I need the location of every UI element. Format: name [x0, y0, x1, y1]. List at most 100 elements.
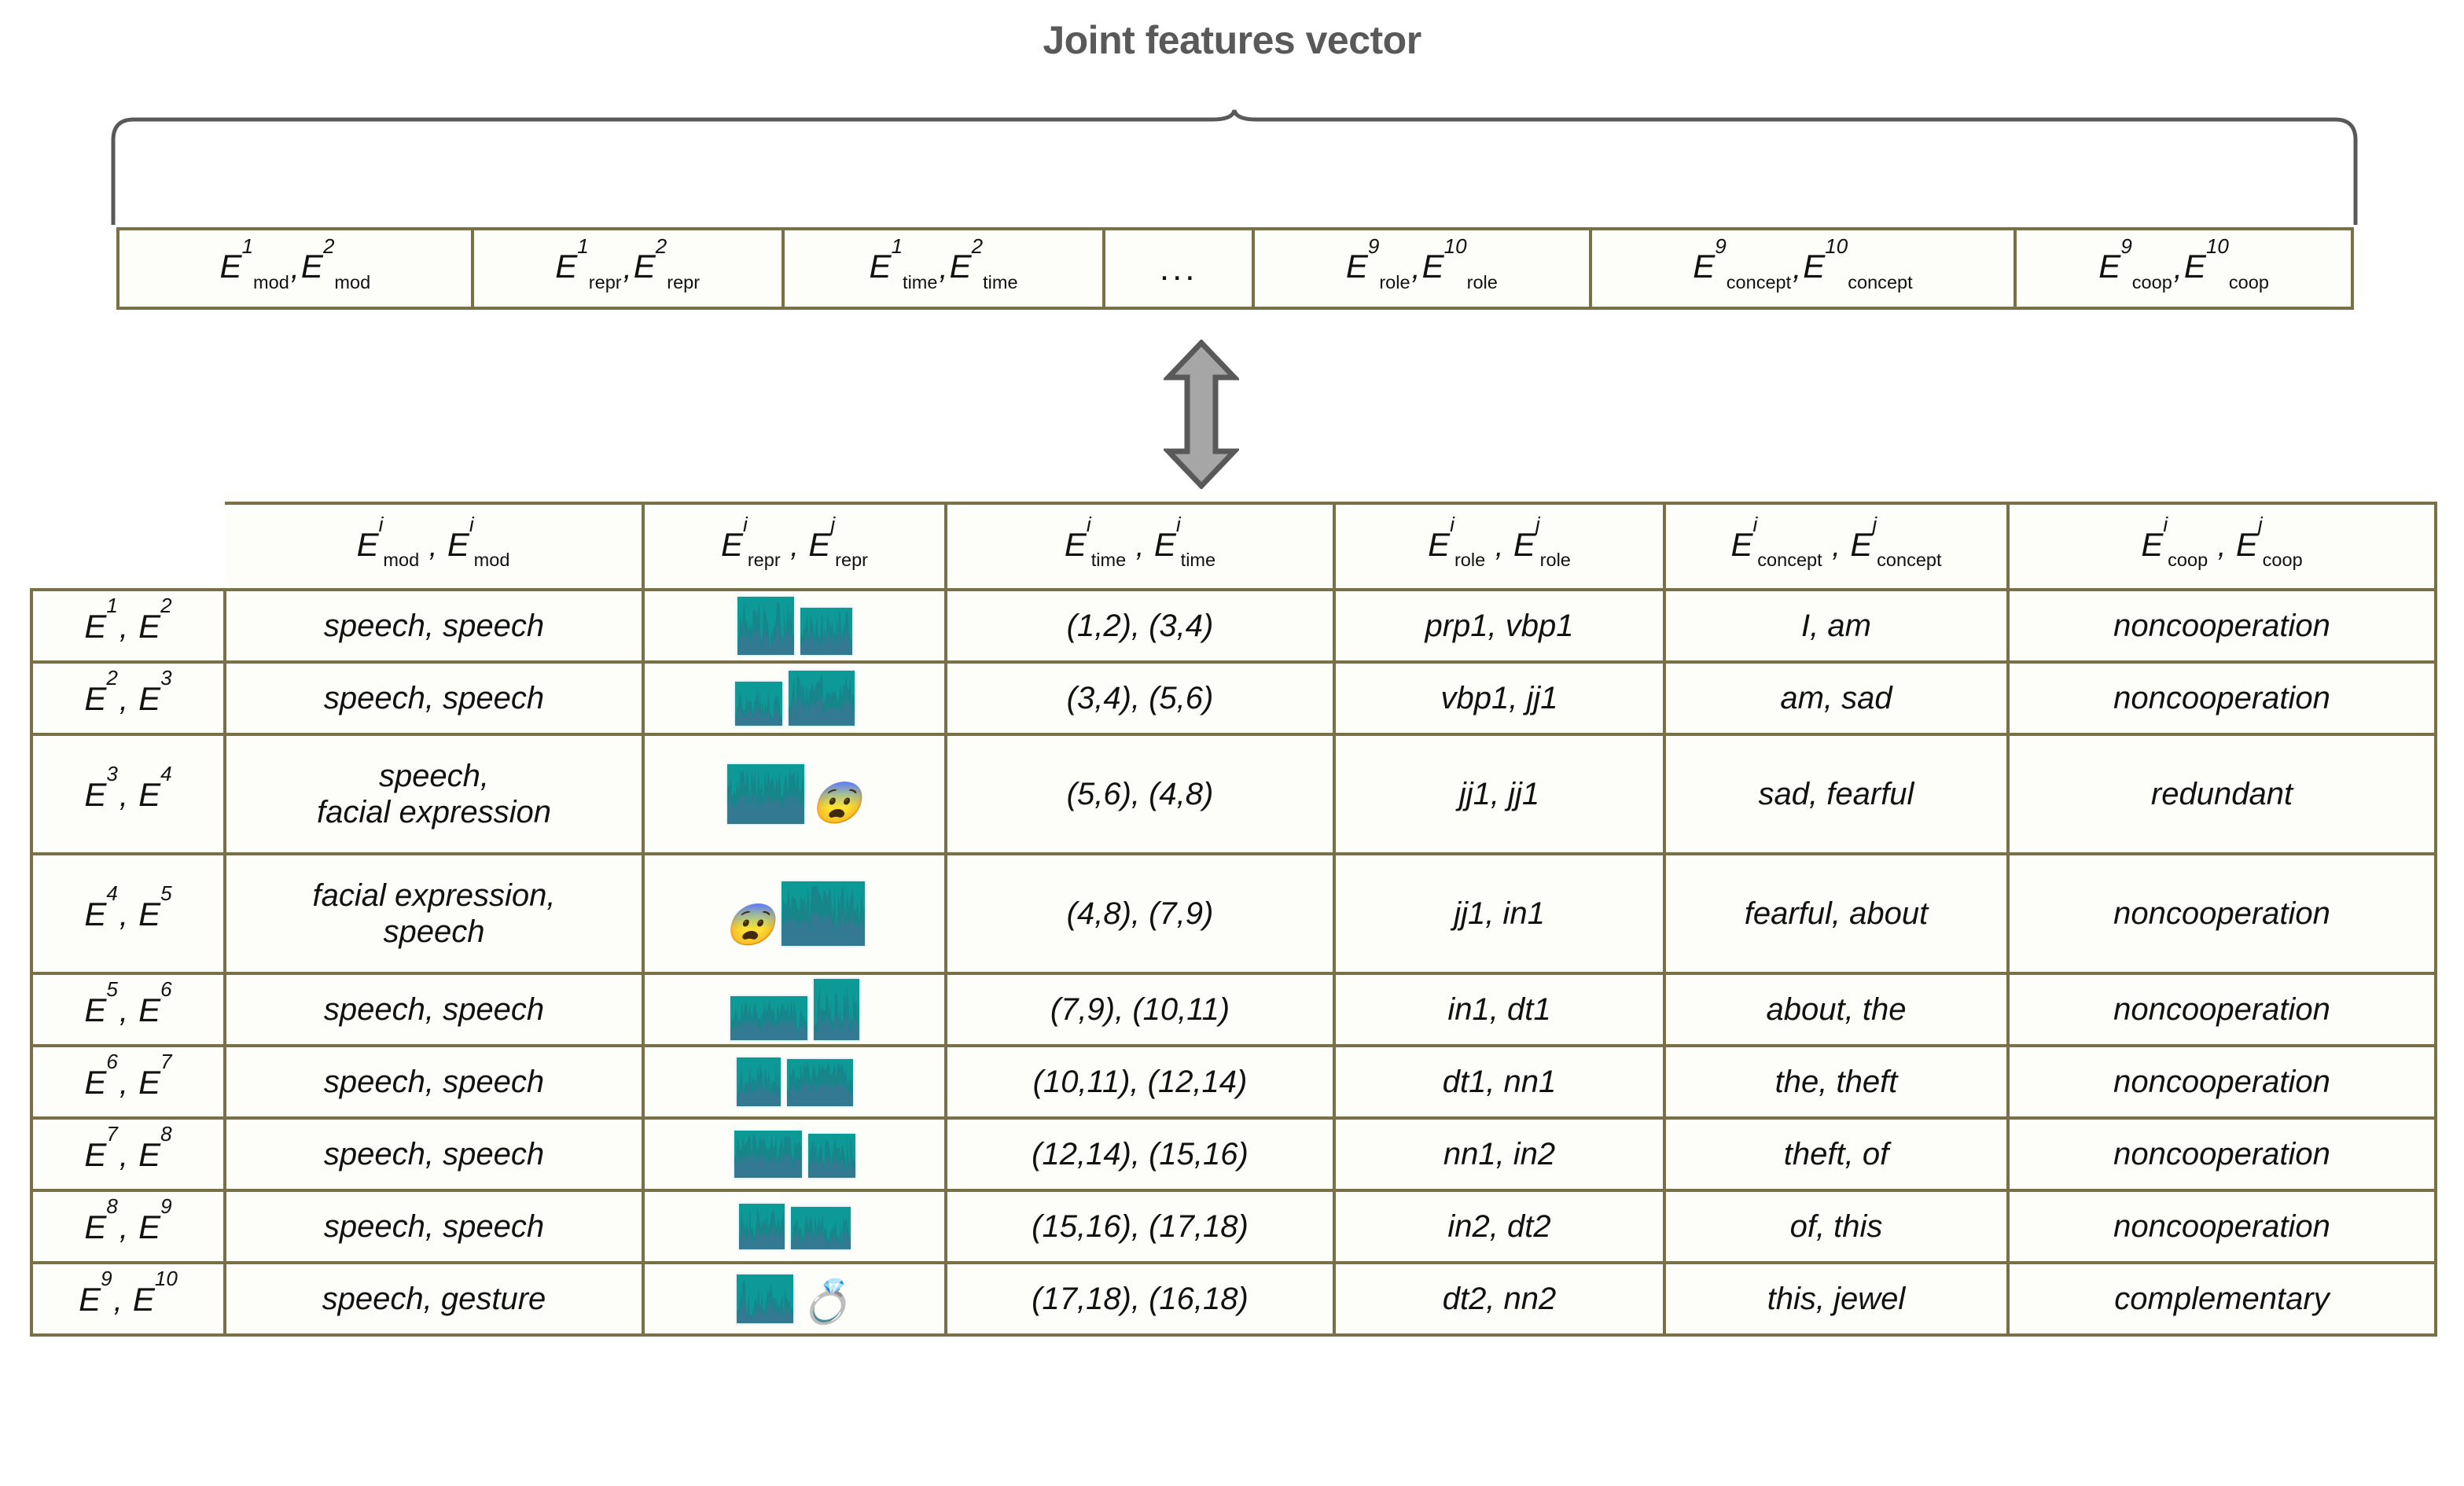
cell-role: in2, dt2 — [1333, 1189, 1666, 1264]
e-term-vector-mod-left: E1mod — [219, 234, 289, 292]
vector-cell-concept: E9concept , E10concept — [1592, 230, 2017, 307]
representation-group — [649, 1204, 940, 1249]
cell-pair: E8, E9 — [30, 1189, 226, 1264]
cell-repr: 😨 — [642, 733, 947, 855]
ring-emoji: 💍 — [799, 1278, 853, 1326]
cell-modality: speech, gesture — [223, 1261, 645, 1337]
cell-role: jj1, in1 — [1333, 852, 1666, 975]
comma-separator: , — [2173, 251, 2183, 285]
cell-modality: facial expression,speech — [223, 852, 645, 975]
column-header-repr: Eirepr , Ejrepr — [721, 513, 868, 571]
representation-group: 😨 — [649, 764, 940, 824]
e-term-header-coop-left: Eicoop — [2141, 512, 2208, 571]
vector-cell-time: E1time , E2time — [785, 230, 1106, 307]
audio-waveform-thumbnail — [788, 671, 855, 726]
cell-concept: theft, of — [1663, 1116, 2010, 1192]
e-term-row0-a: E1 — [84, 594, 118, 645]
cell-pair: E6, E7 — [30, 1044, 226, 1120]
table-header-row: Eimod , Eimod Eirepr , Ejrepr Eitime , E… — [31, 502, 2437, 591]
cell-coop: noncooperation — [2006, 1044, 2437, 1120]
audio-waveform-thumbnail — [786, 1059, 853, 1106]
header-role: Eirole , Ejrole — [1334, 502, 1666, 591]
e-term-header-time-left: Eitime — [1064, 512, 1127, 571]
column-header-mod: Eimod , Eimod — [357, 513, 510, 571]
cell-time: (17,18), (16,18) — [944, 1261, 1336, 1337]
header-coop: Eicoop , Ejcoop — [2008, 502, 2437, 591]
audio-waveform-thumbnail — [800, 608, 852, 655]
cell-role: in1, dt1 — [1333, 972, 1666, 1047]
e-term-row2-b: E4 — [138, 762, 172, 813]
e-term-vector-concept-left: E9concept — [1693, 234, 1792, 292]
cell-time: (3,4), (5,6) — [944, 660, 1336, 736]
cell-pair: E2, E3 — [30, 660, 226, 736]
e-term-row7-b: E9 — [138, 1194, 172, 1245]
cell-coop: noncooperation — [2006, 1189, 2437, 1264]
header-corner — [31, 503, 225, 590]
cell-concept: am, sad — [1663, 660, 2010, 736]
header-concept: Eiconcept , Ejconcept — [1664, 502, 2010, 591]
e-term-row7-a: E8 — [84, 1194, 118, 1245]
audio-waveform-thumbnail — [737, 597, 794, 655]
column-header-concept: Eiconcept , Ejconcept — [1730, 513, 1941, 571]
e-term-row6-a: E7 — [84, 1122, 118, 1173]
cell-time: (10,11), (12,14) — [944, 1044, 1336, 1120]
representation-group — [649, 1131, 940, 1178]
cell-repr — [642, 1044, 947, 1120]
e-term-row2-a: E3 — [84, 762, 118, 813]
cell-pair: E1, E2 — [30, 588, 226, 664]
audio-waveform-thumbnail — [736, 1057, 781, 1106]
cell-repr: 💍 — [642, 1261, 947, 1337]
cell-repr: 😨 — [642, 852, 947, 975]
comma-separator: , — [939, 251, 948, 285]
vector-cell-coop: E9coop , E10coop — [2017, 230, 2351, 307]
cell-modality: speech, speech — [223, 1116, 645, 1192]
cell-time: (4,8), (7,9) — [944, 852, 1336, 975]
bidirectional-arrow-icon — [1161, 338, 1241, 491]
e-term-header-repr-right: Ejrepr — [808, 512, 868, 571]
cell-time: (15,16), (17,18) — [944, 1189, 1336, 1264]
representation-group — [649, 1057, 940, 1106]
comma-separator: , — [1127, 529, 1153, 563]
comma-separator: , — [290, 251, 300, 285]
e-term-row5-a: E6 — [84, 1050, 118, 1101]
cell-coop: complementary — [2006, 1261, 2437, 1337]
e-term-header-concept-left: Eiconcept — [1730, 512, 1822, 571]
e-term-vector-coop-right: E10coop — [2183, 234, 2269, 292]
comma-separator: , — [2209, 529, 2234, 563]
e-term-row6-b: E8 — [138, 1122, 172, 1173]
comma-separator: , — [1823, 529, 1849, 563]
cell-line: facial expression — [317, 795, 551, 829]
e-term-vector-mod-right: E2mod — [300, 234, 371, 292]
cell-role: dt1, nn1 — [1333, 1044, 1666, 1120]
ellipsis-label: ... — [1159, 248, 1198, 288]
representation-group: 💍 — [649, 1275, 940, 1323]
e-term-vector-concept-right: E10concept — [1803, 234, 1913, 292]
e-term-row1-b: E3 — [138, 666, 172, 717]
page-title: Joint features vector — [1043, 18, 1421, 62]
comma-separator: , — [1487, 529, 1512, 563]
curly-brace — [110, 109, 2359, 226]
e-term-row0-b: E2 — [138, 594, 172, 645]
e-term-vector-repr-left: E1repr — [555, 234, 622, 292]
cell-coop: noncooperation — [2006, 972, 2437, 1047]
e-term-vector-repr-right: E2repr — [633, 234, 701, 292]
representation-group: 😨 — [649, 881, 940, 946]
e-term-header-role-right: Ejrole — [1513, 512, 1571, 571]
cell-repr — [642, 972, 947, 1047]
cell-coop: noncooperation — [2006, 1116, 2437, 1192]
cell-concept: this, jewel — [1663, 1261, 2010, 1337]
column-header-role: Eirole , Ejrole — [1428, 513, 1571, 571]
e-term-row4-b: E6 — [138, 977, 172, 1028]
e-term-row5-b: E7 — [138, 1050, 172, 1101]
e-term-row4-a: E5 — [84, 977, 118, 1028]
header-time: Eitime , Eitime — [946, 502, 1336, 591]
comma-separator: , — [1411, 251, 1421, 285]
vector-cell-mod: E1mod , E2mod — [120, 230, 474, 307]
e-term-row3-a: E4 — [84, 881, 118, 932]
representation-group — [649, 671, 940, 726]
cell-time: (7,9), (10,11) — [944, 972, 1336, 1047]
